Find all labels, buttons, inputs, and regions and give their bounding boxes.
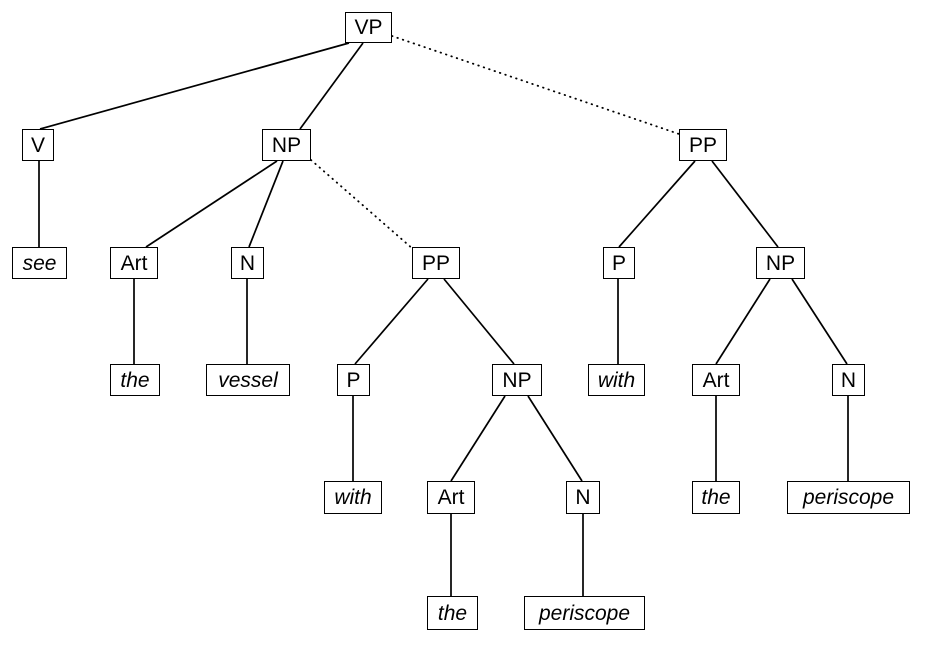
tree-node-the-low: the xyxy=(427,596,478,630)
tree-node-n-low: N xyxy=(566,481,600,514)
tree-edge-pp-high-to-p-high xyxy=(618,160,696,248)
tree-edge-vp-to-pp-high xyxy=(391,35,680,135)
tree-node-with-low: with xyxy=(324,481,382,514)
tree-node-n-high: N xyxy=(832,364,865,396)
tree-edge-np1-to-art1 xyxy=(145,160,278,248)
tree-edge-pp-low-to-p-low xyxy=(354,278,429,365)
tree-edge-pp-low-to-np-low xyxy=(443,278,515,365)
tree-node-np1: NP xyxy=(262,129,311,161)
tree-node-art1: Art xyxy=(110,247,158,279)
tree-edge-pp-high-to-np-high xyxy=(711,160,779,248)
tree-node-periscope-hi: periscope xyxy=(787,481,910,514)
tree-node-vp: VP xyxy=(345,12,392,43)
tree-node-art-low: Art xyxy=(427,481,475,514)
tree-node-p-high: P xyxy=(603,247,635,279)
tree-node-the-high: the xyxy=(692,481,740,514)
tree-node-pp-high: PP xyxy=(679,129,727,161)
tree-node-see: see xyxy=(12,247,67,279)
tree-edge-vp-to-np1 xyxy=(299,42,364,130)
tree-node-vessel: vessel xyxy=(206,364,290,396)
tree-node-periscope-lo: periscope xyxy=(524,596,645,630)
tree-edge-np1-to-pp-low xyxy=(310,159,414,250)
tree-edge-np-high-to-n-high xyxy=(791,278,848,365)
tree-node-v: V xyxy=(22,129,54,161)
tree-edge-np-high-to-art-high xyxy=(715,278,771,365)
tree-edge-np1-to-n1 xyxy=(248,160,284,248)
tree-edge-np-low-to-n-low xyxy=(527,395,583,482)
tree-node-pp-low: PP xyxy=(412,247,460,279)
tree-edge-np-low-to-art-low xyxy=(450,395,506,482)
tree-edge-vp-to-v xyxy=(39,42,350,130)
tree-node-np-high: NP xyxy=(756,247,805,279)
tree-node-the1: the xyxy=(110,364,160,396)
tree-node-np-low: NP xyxy=(492,364,542,396)
tree-node-art-high: Art xyxy=(692,364,740,396)
tree-node-with-high: with xyxy=(588,364,645,396)
tree-node-p-low: P xyxy=(337,364,370,396)
tree-node-n1: N xyxy=(231,247,264,279)
